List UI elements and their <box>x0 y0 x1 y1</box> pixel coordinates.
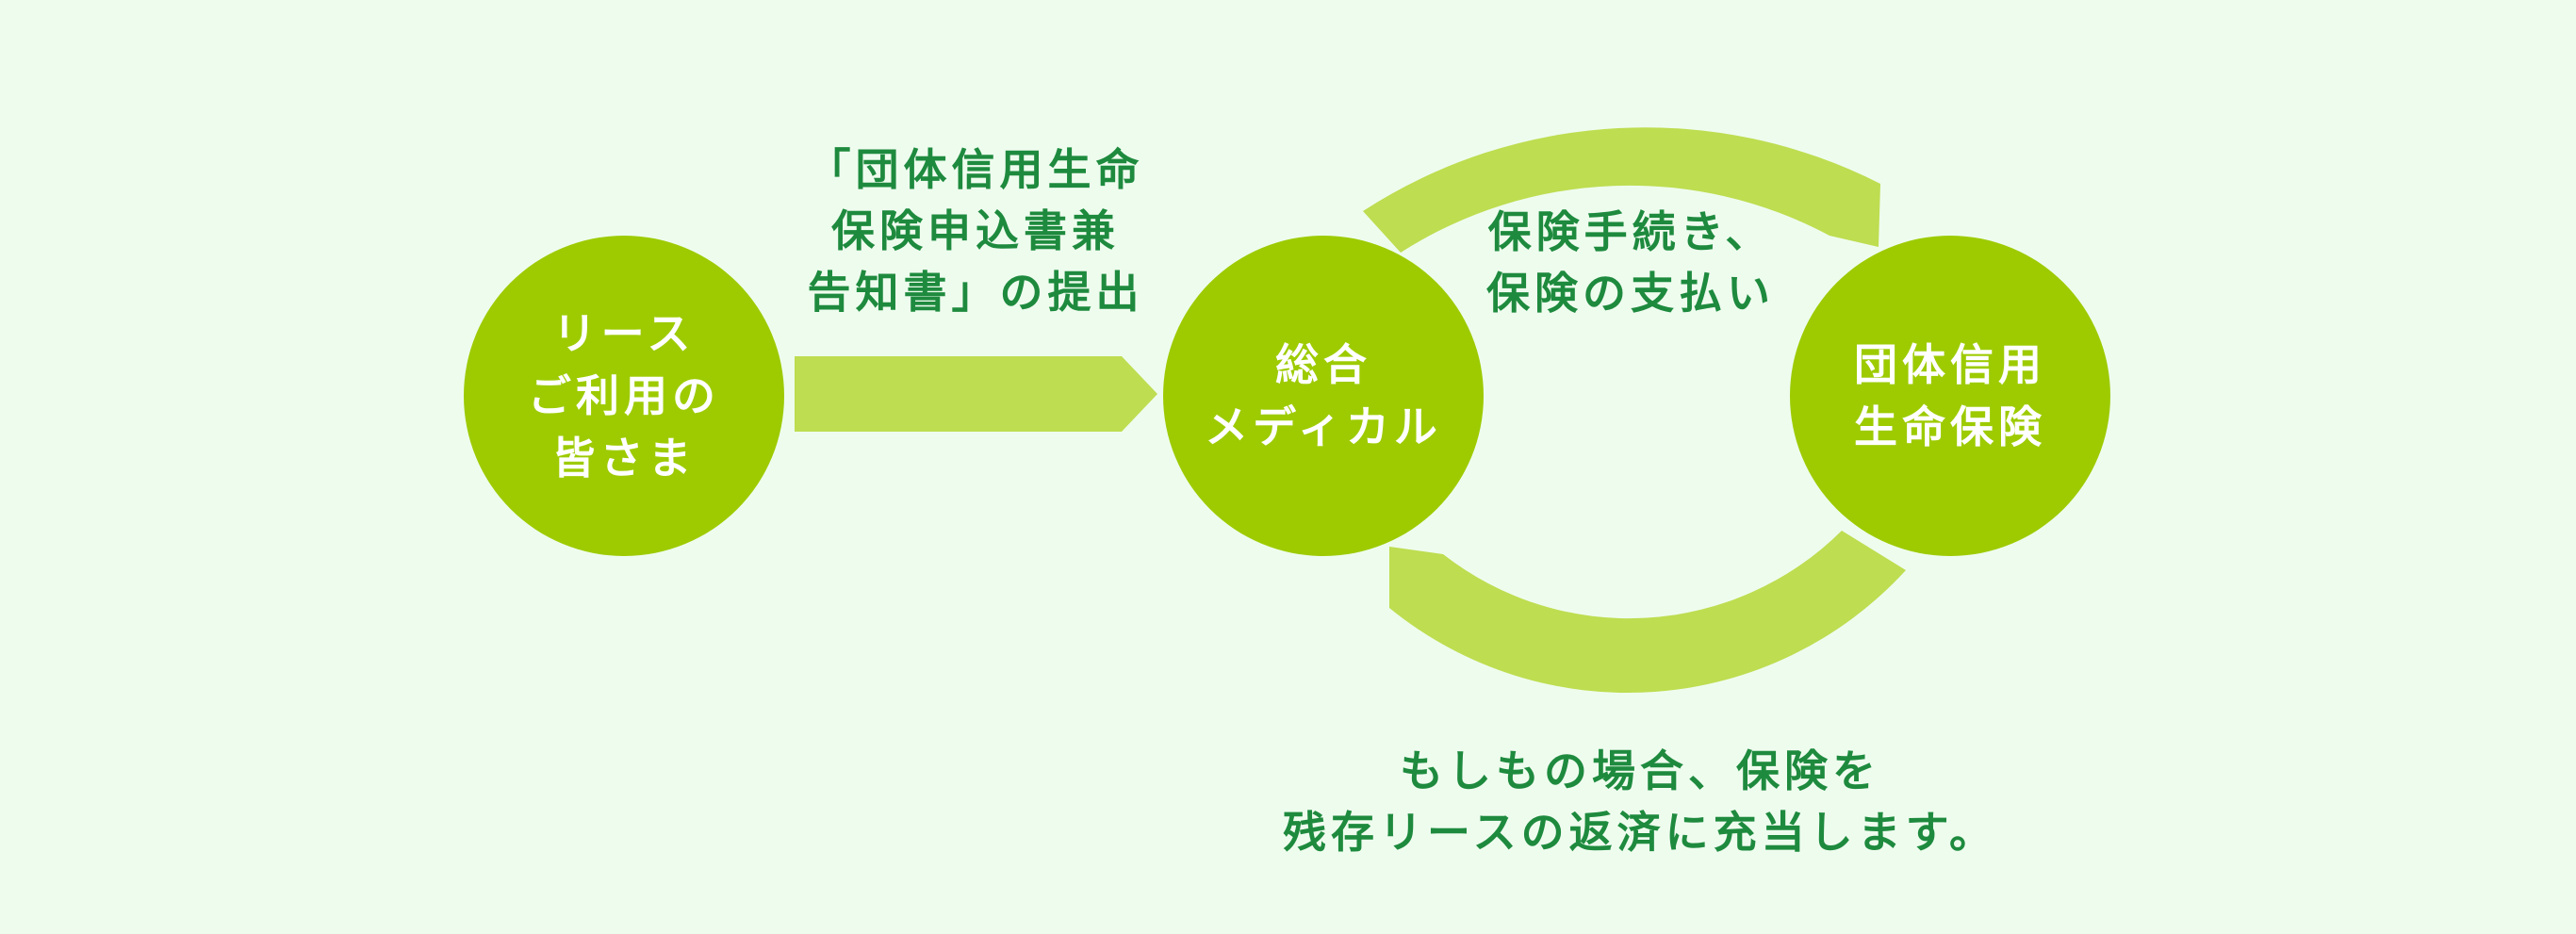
procedure-text-line: 保険の支払い <box>1486 268 1775 319</box>
medical-circle <box>1163 236 1484 556</box>
procedure-text-line: 保険手続き、 <box>1487 206 1774 257</box>
submission-text: 「団体信用生命 保険申込書兼 告知書」の提出 <box>754 139 1197 323</box>
customer-label-line: ご利用の <box>528 370 720 421</box>
procedure-text: 保険手続き、 保険の支払い <box>1433 202 1829 324</box>
customer-label-line: 皆さま <box>551 433 697 483</box>
insurance-label: 団体信用 生命保険 <box>1813 330 2087 462</box>
customer-label-line: リース <box>552 308 696 359</box>
submission-arrow <box>795 356 1157 432</box>
repayment-arc-arrow <box>1389 531 1906 694</box>
repayment-text: もしもの場合、保険を 残存リースの返済に充当します。 <box>1178 741 2102 863</box>
submission-text-line: 「団体信用生命 <box>807 144 1144 195</box>
procedure-arc-arrow <box>1363 127 1880 253</box>
insurance-circle <box>1790 236 2110 556</box>
insurance-label-line: 生命保険 <box>1854 401 2046 452</box>
repayment-text-line: もしもの場合、保険を <box>1400 746 1880 796</box>
insurance-label-line: 団体信用 <box>1854 339 2046 390</box>
medical-label-line: メディカル <box>1205 401 1442 452</box>
customer-label: リース ご利用の 皆さま <box>487 302 761 490</box>
repayment-text-line: 残存リースの返済に充当します。 <box>1282 807 1998 858</box>
medical-label-line: 総合 <box>1275 339 1371 390</box>
submission-text-line: 保険申込書兼 <box>831 205 1120 256</box>
medical-label: 総合 メディカル <box>1187 330 1460 462</box>
submission-text-line: 告知書」の提出 <box>807 267 1144 318</box>
customer-circle <box>464 236 784 556</box>
